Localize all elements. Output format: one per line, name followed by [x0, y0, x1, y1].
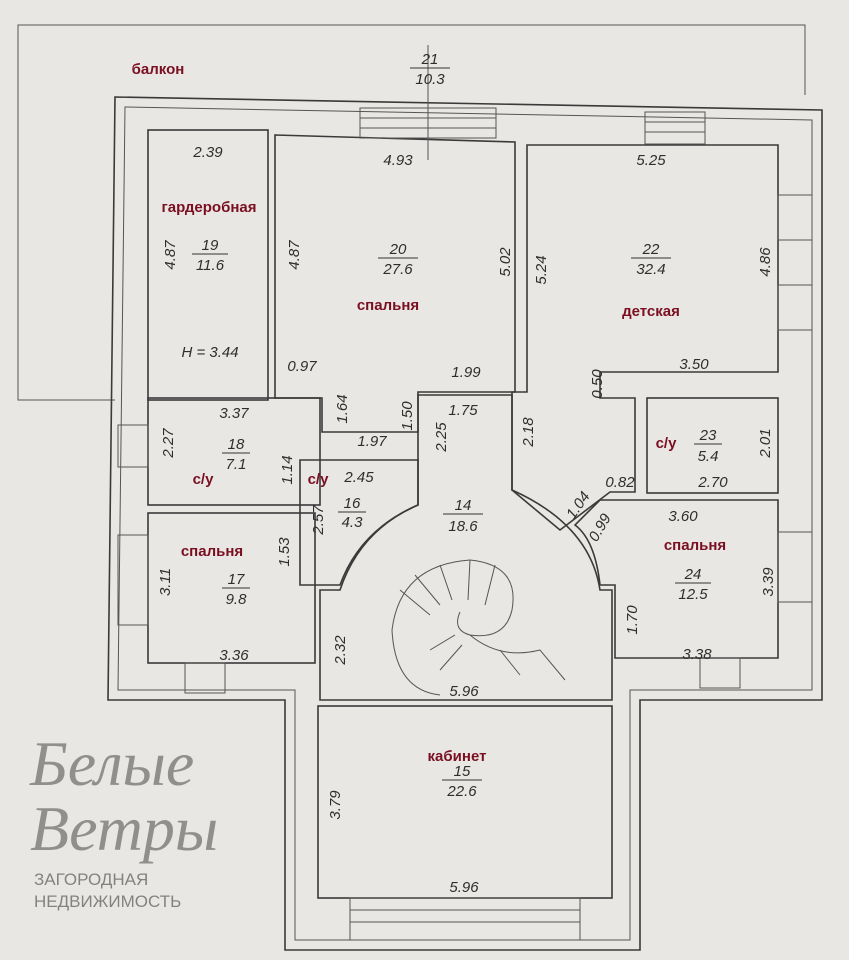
- svg-text:2.01: 2.01: [757, 428, 774, 458]
- svg-text:21: 21: [421, 51, 439, 68]
- label-room-19: гардеробная: [162, 199, 257, 216]
- svg-text:5.25: 5.25: [636, 152, 666, 169]
- label-room-15: кабинет: [428, 748, 487, 765]
- svg-text:ЗАГОРОДНАЯ: ЗАГОРОДНАЯ: [34, 870, 148, 889]
- svg-text:4.86: 4.86: [757, 247, 774, 277]
- svg-text:11.6: 11.6: [196, 257, 225, 274]
- room-14-hall: [319, 394, 613, 701]
- svg-text:12.5: 12.5: [678, 586, 708, 603]
- svg-text:1.97: 1.97: [357, 433, 387, 450]
- svg-text:17: 17: [228, 571, 245, 588]
- svg-text:0.50: 0.50: [589, 369, 606, 399]
- svg-text:1.99: 1.99: [451, 364, 481, 381]
- svg-text:10.3: 10.3: [415, 71, 445, 88]
- svg-text:2.70: 2.70: [697, 474, 728, 491]
- svg-text:19: 19: [202, 237, 219, 254]
- svg-text:4.87: 4.87: [286, 240, 303, 270]
- svg-text:3.37: 3.37: [219, 405, 249, 422]
- svg-text:1.53: 1.53: [276, 537, 293, 567]
- svg-text:5.4: 5.4: [698, 448, 719, 465]
- dimension-labels: 2.39 4.87 4.87 4.93 5.02 1.99 0.97 5.25 …: [157, 144, 777, 896]
- svg-text:4.87: 4.87: [162, 240, 179, 270]
- label-room-18: с/у: [193, 471, 215, 488]
- label-room-17: спальня: [181, 543, 243, 560]
- svg-text:2.45: 2.45: [343, 469, 374, 486]
- balcony-outline: [17, 24, 806, 401]
- svg-text:0.82: 0.82: [605, 474, 635, 491]
- room-19-wardrobe: [147, 129, 269, 401]
- svg-text:15: 15: [454, 763, 471, 780]
- svg-text:3.60: 3.60: [668, 508, 698, 525]
- svg-text:4.93: 4.93: [383, 152, 413, 169]
- svg-text:16: 16: [344, 495, 361, 512]
- spiral-stair: [391, 559, 566, 696]
- outer-wall: [107, 96, 823, 951]
- svg-text:22: 22: [642, 241, 660, 258]
- room-24-bedroom: [573, 499, 779, 659]
- svg-text:1.14: 1.14: [279, 455, 296, 484]
- svg-text:18.6: 18.6: [448, 518, 478, 535]
- svg-text:2.18: 2.18: [520, 417, 537, 448]
- svg-text:1.64: 1.64: [334, 394, 351, 423]
- room-15-office: [317, 705, 613, 899]
- ceiling-height: H = 3.44: [181, 344, 238, 361]
- svg-text:4.3: 4.3: [342, 514, 364, 531]
- svg-text:2.25: 2.25: [433, 422, 450, 453]
- svg-text:22.6: 22.6: [446, 783, 477, 800]
- svg-text:0.99: 0.99: [585, 510, 615, 544]
- svg-text:3.50: 3.50: [679, 356, 709, 373]
- svg-text:3.79: 3.79: [327, 790, 344, 820]
- svg-text:2.57: 2.57: [310, 505, 327, 536]
- label-balcony: балкон: [132, 61, 185, 78]
- svg-text:9.8: 9.8: [226, 591, 248, 608]
- label-room-23: с/у: [656, 435, 678, 452]
- svg-text:5.96: 5.96: [449, 879, 479, 896]
- label-room-20: спальня: [357, 297, 419, 314]
- room-20-bedroom: [274, 134, 516, 433]
- windows: [117, 45, 813, 941]
- svg-text:24: 24: [684, 566, 702, 583]
- svg-text:1.70: 1.70: [624, 605, 641, 635]
- svg-text:3.11: 3.11: [157, 568, 174, 596]
- svg-text:3.39: 3.39: [760, 567, 777, 597]
- svg-text:Ветры: Ветры: [30, 793, 218, 864]
- svg-text:Белые: Белые: [29, 728, 194, 799]
- label-room-24: спальня: [664, 537, 726, 554]
- svg-text:3.38: 3.38: [682, 646, 712, 663]
- svg-text:23: 23: [699, 427, 717, 444]
- watermark-logo: Белые Ветры ЗАГОРОДНАЯ НЕДВИЖИМОСТЬ: [29, 728, 218, 911]
- svg-text:18: 18: [228, 436, 245, 453]
- svg-text:1.75: 1.75: [448, 402, 478, 419]
- room-23-bathroom: [646, 397, 779, 494]
- svg-text:7.1: 7.1: [226, 456, 247, 473]
- svg-text:5.24: 5.24: [533, 255, 550, 284]
- svg-text:1.50: 1.50: [399, 401, 416, 431]
- svg-text:20: 20: [389, 241, 407, 258]
- svg-text:0.97: 0.97: [287, 358, 317, 375]
- svg-text:2.39: 2.39: [192, 144, 223, 161]
- svg-text:1.04: 1.04: [563, 489, 594, 523]
- label-room-16: с/у: [308, 471, 330, 488]
- svg-text:НЕДВИЖИМОСТЬ: НЕДВИЖИМОСТЬ: [34, 892, 181, 911]
- label-room-22: детская: [622, 303, 680, 320]
- room-22-kids: [511, 144, 779, 532]
- svg-text:5.96: 5.96: [449, 683, 479, 700]
- svg-text:14: 14: [455, 497, 472, 514]
- svg-text:3.36: 3.36: [219, 647, 249, 664]
- svg-text:2.27: 2.27: [160, 428, 177, 459]
- svg-text:32.4: 32.4: [636, 261, 665, 278]
- svg-text:5.02: 5.02: [497, 247, 514, 277]
- svg-text:2.32: 2.32: [332, 635, 349, 666]
- svg-text:27.6: 27.6: [382, 261, 413, 278]
